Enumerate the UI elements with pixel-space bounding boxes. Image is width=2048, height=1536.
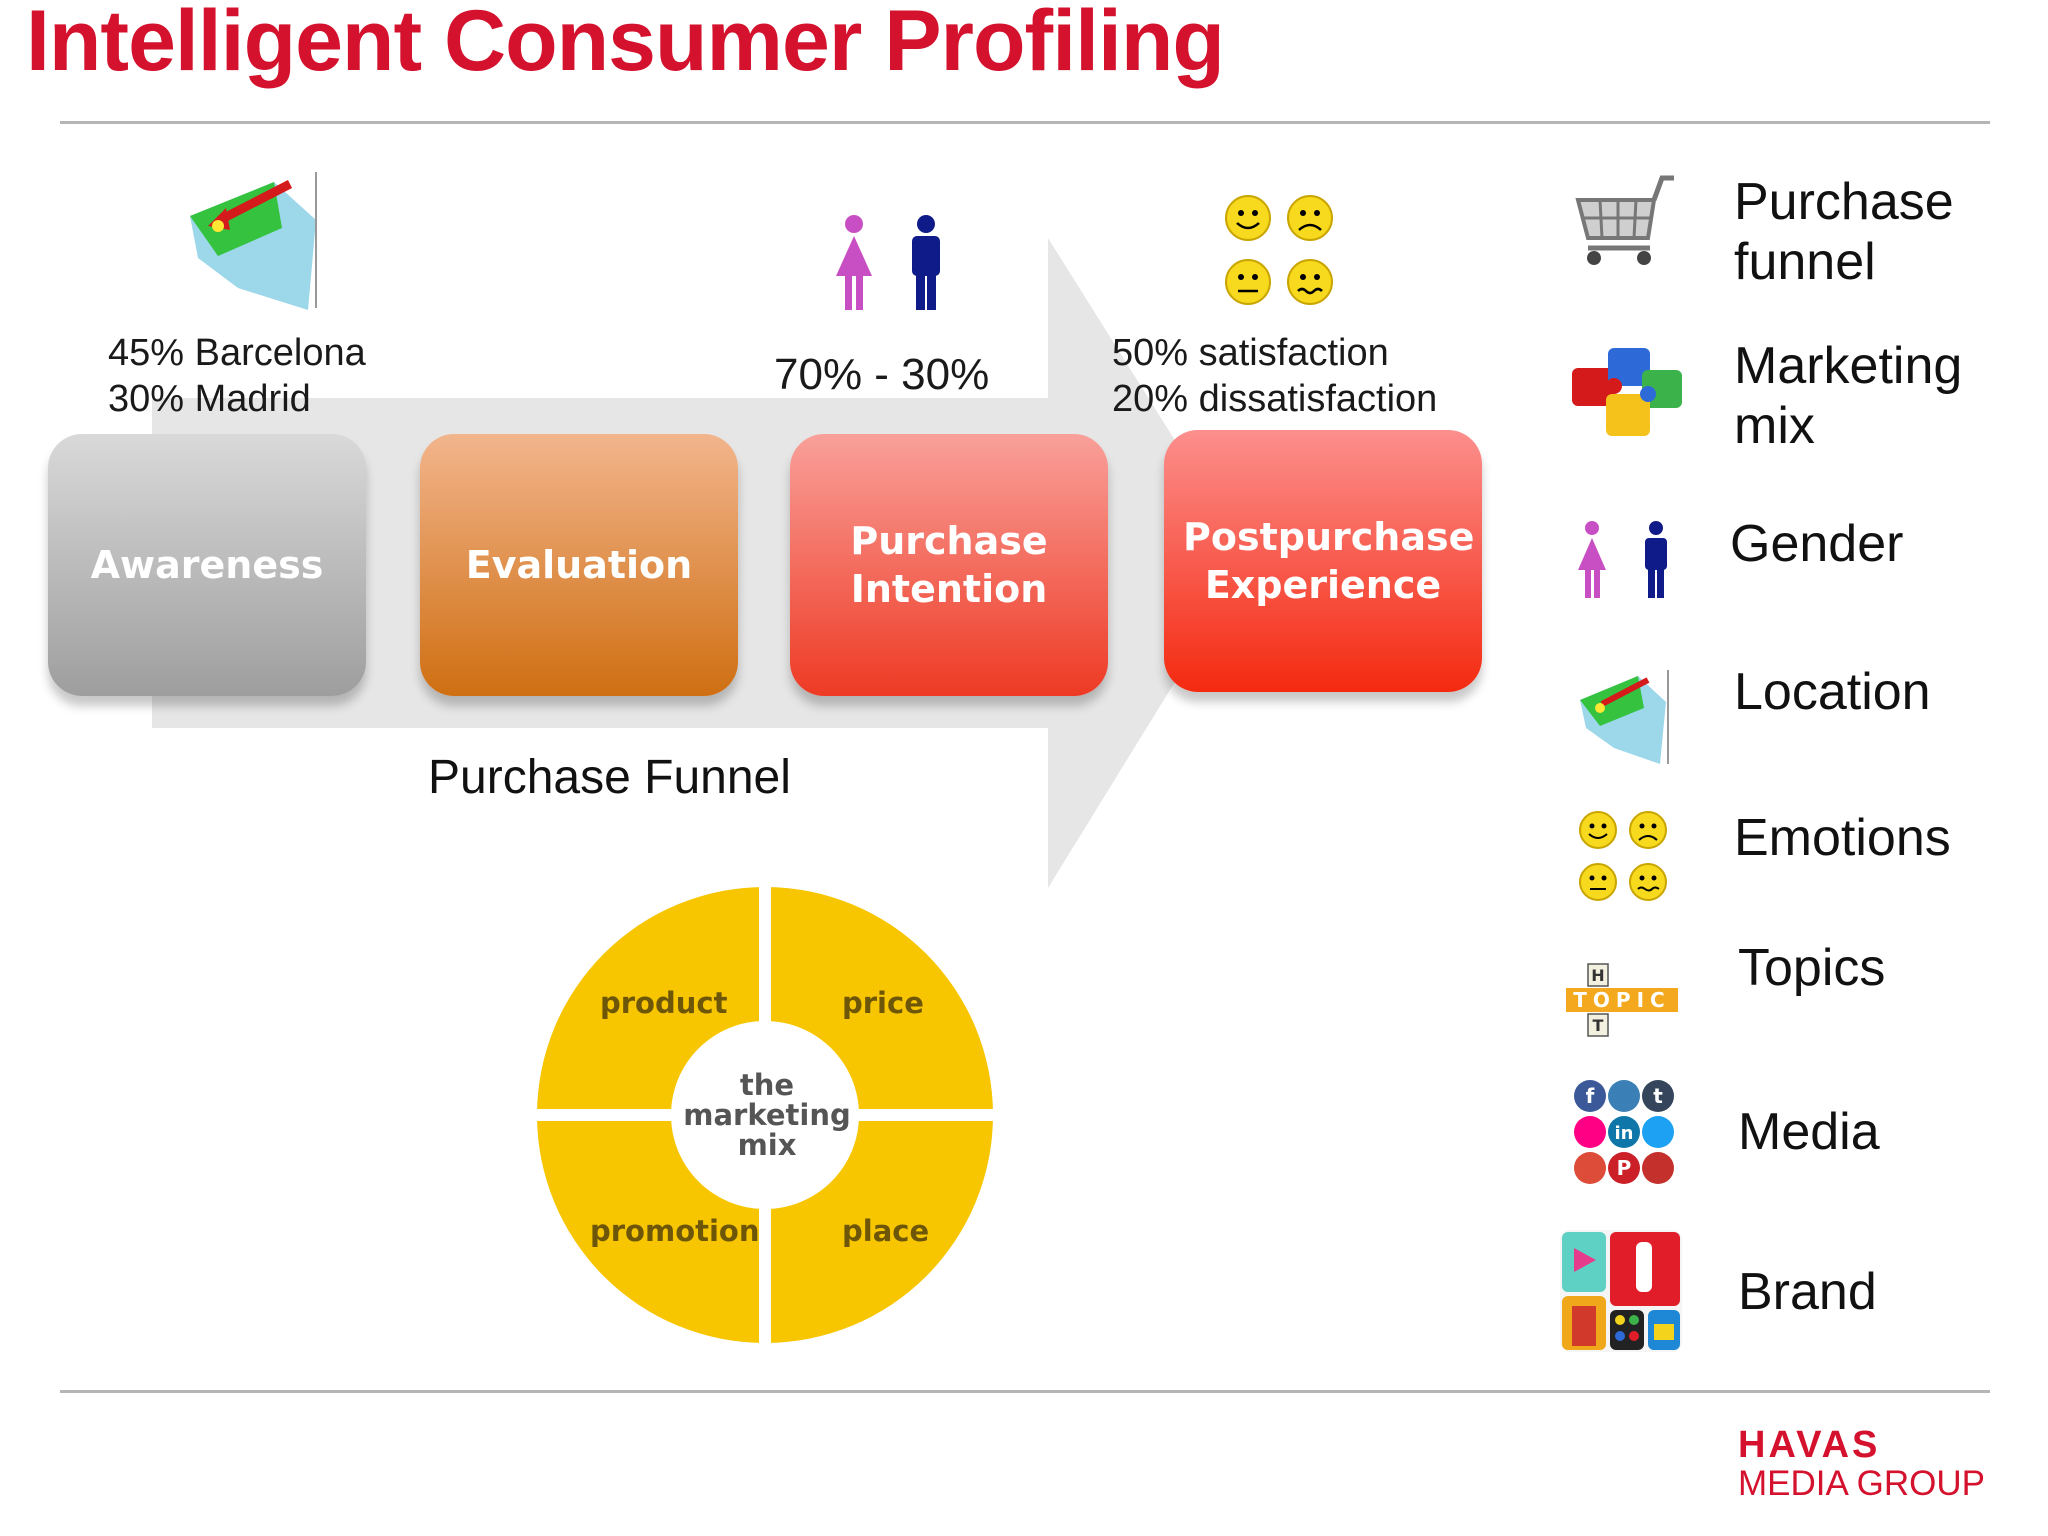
map-pin-icon (190, 172, 317, 310)
gender-figures-icon-small (1578, 521, 1667, 598)
topic-tiles-icon: H TOPIC T (1566, 963, 1678, 1037)
social-media-icon: f t in P (1574, 1080, 1674, 1184)
svg-text:T: T (1593, 1016, 1604, 1035)
marketing-mix-wheel (530, 880, 1000, 1350)
havas-logo: HAVAS MEDIA GROUP (1738, 1424, 1985, 1503)
puzzle-pieces-icon (1572, 348, 1682, 436)
brand-apps-icon (1560, 1230, 1682, 1352)
stage-purchase-intention: Purchase Intention (790, 434, 1108, 696)
category-media: Media (1738, 1103, 1880, 1161)
emotion-stat-2: 20% dissatisfaction (1112, 378, 1438, 420)
mix-price: price (842, 986, 924, 1020)
bottom-divider (60, 1390, 1990, 1393)
gender-stat: 70% - 30% (774, 350, 990, 399)
emoji-faces-icon-small (1579, 811, 1667, 901)
category-location: Location (1734, 663, 1931, 721)
shopping-cart-icon (1575, 175, 1674, 265)
category-gender: Gender (1730, 515, 1904, 573)
svg-text:in: in (1615, 1123, 1634, 1144)
gender-figures-icon (836, 215, 940, 310)
mix-product: product (600, 986, 728, 1020)
svg-text:f: f (1586, 1084, 1595, 1108)
map-pin-icon-small (1580, 670, 1669, 764)
page-title: Intelligent Consumer Profiling (26, 0, 1225, 89)
svg-text:t: t (1653, 1084, 1663, 1108)
top-divider (60, 121, 1990, 124)
category-emotions: Emotions (1734, 809, 1951, 867)
mix-promotion: promotion (590, 1214, 760, 1248)
emotion-stat-1: 50% satisfaction (1112, 332, 1389, 374)
svg-text:P: P (1617, 1156, 1632, 1180)
stage-purchase-intention-label: Purchase Intention (850, 519, 1048, 611)
location-stat-1: 45% Barcelona (108, 332, 366, 374)
emoji-faces-icon (1225, 195, 1333, 305)
mix-place: place (842, 1214, 930, 1248)
category-brand: Brand (1738, 1263, 1877, 1321)
stage-postpurchase-experience: Postpurchase Experience (1164, 430, 1482, 692)
stage-awareness: Awareness (48, 434, 366, 696)
mix-center-text: the marketing mix (683, 1068, 851, 1162)
funnel-label: Purchase Funnel (428, 751, 791, 804)
svg-text:H: H (1591, 966, 1604, 985)
stage-postpurchase-label: Postpurchase Experience (1183, 515, 1475, 607)
location-stat-2: 30% Madrid (108, 378, 311, 420)
stage-evaluation: Evaluation (420, 434, 738, 696)
category-topics: Topics (1738, 939, 1886, 997)
svg-text:TOPIC: TOPIC (1573, 988, 1670, 1012)
